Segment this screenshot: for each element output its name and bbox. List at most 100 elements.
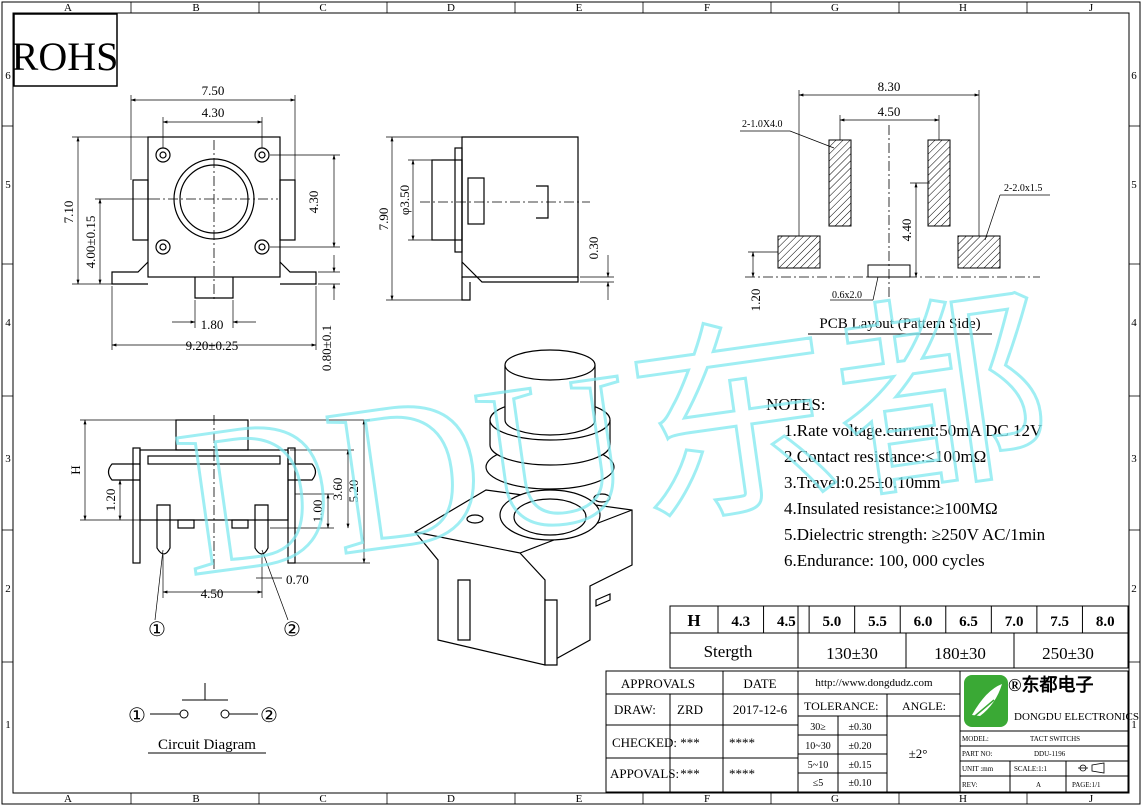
dim-7-50: 7.50 xyxy=(202,83,225,98)
circuit-labels: ① ② Circuit Diagram xyxy=(128,705,278,753)
model-label: MODEL: xyxy=(962,735,989,743)
grid-col-top-E: E xyxy=(576,2,583,14)
note-5: 5.Dielectric strength: ≥250V AC/1min xyxy=(784,525,1046,544)
dim-3-60: 3.60 xyxy=(330,478,345,501)
grid-row-left-2: 2 xyxy=(5,583,11,595)
h-value-8: 8.0 xyxy=(1096,614,1115,630)
pcb-layout-labels: 8.30 4.50 4.40 1.20 2-1.0X4.0 2-2.0x1.5 … xyxy=(742,79,1042,332)
angle-label: ANGLE: xyxy=(902,699,946,713)
grid-col-top-H: H xyxy=(959,2,967,14)
rev-value: A xyxy=(1036,781,1041,789)
grid-col-top-F: F xyxy=(704,2,710,14)
grid-row-right-2: 2 xyxy=(1131,583,1137,595)
dim-8-30: 8.30 xyxy=(878,79,901,94)
hole-callout: 0.6x2.0 xyxy=(832,290,862,301)
strength-value-3: 250±30 xyxy=(1042,644,1094,663)
strength-value-1: 130±30 xyxy=(826,644,878,663)
rev-label: REV: xyxy=(962,781,977,789)
dim-4-00: 4.00±0.15 xyxy=(83,216,98,269)
dim-4-40: 4.40 xyxy=(899,219,914,242)
h-value-7: 7.5 xyxy=(1050,614,1069,630)
draw-date: 2017-12-6 xyxy=(733,702,788,717)
dim-phi-3-50: φ3.50 xyxy=(397,185,412,215)
tol-range-3: 5~10 xyxy=(808,760,828,771)
company-name-cn: ®东都电子 xyxy=(1008,674,1093,695)
front-view xyxy=(107,415,317,570)
grid-col-top-D: D xyxy=(447,2,455,14)
unit-label: UNIT :mm xyxy=(962,765,994,773)
note-3: 3.Travel:0.25±0.10mm xyxy=(784,473,941,492)
pad-callout: 2-2.0x1.5 xyxy=(1004,183,1042,194)
dim-1-20-front: 1.20 xyxy=(103,489,118,512)
grid-row-right-6: 6 xyxy=(1131,70,1137,82)
grid-col-top-A: A xyxy=(64,2,72,14)
top-view-dim-labels: 7.50 4.30 7.10 4.00±0.15 4.30 1.80 9.20±… xyxy=(61,83,334,371)
strength-label: Stergth xyxy=(704,642,753,661)
projection-symbol xyxy=(1078,762,1105,774)
h-value-5: 6.5 xyxy=(959,614,978,630)
appovals-name: *** xyxy=(680,766,700,781)
notes-title: NOTES: xyxy=(766,395,826,414)
grid-col-top-G: G xyxy=(831,2,839,14)
tol-range-2: 10~30 xyxy=(805,741,830,752)
h-value-1: 4.5 xyxy=(777,614,796,630)
tolerance-label: TOLERANCE: xyxy=(804,699,878,713)
grid-row-right-5: 5 xyxy=(1131,179,1137,191)
scale-label: SCALE:1:1 xyxy=(1014,765,1048,773)
grid-col-bottom-B: B xyxy=(192,793,199,805)
dim-4-50-front: 4.50 xyxy=(201,586,224,601)
company-logo xyxy=(964,675,1008,727)
notes-block: NOTES: 1.Rate voltage.current:50mA DC 12… xyxy=(766,395,1046,570)
appovals-date: **** xyxy=(729,766,755,781)
pcb-layout-dims xyxy=(740,90,1050,301)
grid-col-top-J: J xyxy=(1089,2,1094,14)
front-view-labels: H 1.20 1.00 3.60 5.20 4.50 0.70 ① ② xyxy=(68,465,361,641)
circuit-pin-1: ① xyxy=(128,705,146,727)
dim-1-80: 1.80 xyxy=(201,317,224,332)
dim-9-20: 9.20±0.25 xyxy=(186,338,239,353)
side-view-dims xyxy=(386,136,614,301)
top-view-dims xyxy=(72,95,340,350)
grid-row-right-1: 1 xyxy=(1131,719,1137,731)
pcb-layout-caption: PCB Layout (Pattern Side) xyxy=(819,316,980,332)
grid-col-bottom-J: J xyxy=(1089,793,1094,805)
company-url: http://www.dongdudz.com xyxy=(815,677,933,689)
slot-callout: 2-1.0X4.0 xyxy=(742,119,783,130)
angle-value: ±2° xyxy=(909,746,928,761)
grid-col-top-C: C xyxy=(319,2,326,14)
dim-4-30-side: 4.30 xyxy=(306,191,321,214)
pin-2-marker: ② xyxy=(283,619,301,641)
part-label: PART NO: xyxy=(962,750,993,758)
note-4: 4.Insulated resistance:≥100MΩ xyxy=(784,499,998,518)
front-view-dims xyxy=(80,419,370,621)
checked-name: *** xyxy=(680,735,700,750)
dim-0-30: 0.30 xyxy=(586,237,601,260)
h-value-3: 5.5 xyxy=(868,614,887,630)
side-view-dim-labels: 7.90 φ3.50 0.30 xyxy=(376,185,601,260)
dim-4-50-pcb: 4.50 xyxy=(878,104,901,119)
rohs-label: ROHS xyxy=(12,34,119,79)
tol-value-2: ±0.20 xyxy=(849,741,872,752)
page-label: PAGE:1/1 xyxy=(1072,781,1101,789)
isometric-view xyxy=(414,349,633,666)
checked-label: CHECKED: xyxy=(612,735,677,750)
grid-col-top-B: B xyxy=(192,2,199,14)
note-1: 1.Rate voltage.current:50mA DC 12V xyxy=(784,421,1043,440)
tol-value-4: ±0.10 xyxy=(849,778,872,789)
grid-row-left-5: 5 xyxy=(5,179,11,191)
grid-col-bottom-D: D xyxy=(447,793,455,805)
draw-label: DRAW: xyxy=(614,702,656,717)
strength-value-2: 180±30 xyxy=(934,644,986,663)
circuit-caption: Circuit Diagram xyxy=(158,737,256,753)
top-view xyxy=(111,136,317,300)
rohs-badge: ROHS xyxy=(12,13,119,87)
pcb-layout xyxy=(745,125,1040,300)
dim-5-20: 5.20 xyxy=(346,480,361,503)
grid-col-bottom-F: F xyxy=(704,793,710,805)
circuit-pin-2: ② xyxy=(260,705,278,727)
note-2: 2.Contact resistance:≤100mΩ xyxy=(784,447,986,466)
draw-name: ZRD xyxy=(677,702,703,717)
tol-value-1: ±0.30 xyxy=(849,722,872,733)
